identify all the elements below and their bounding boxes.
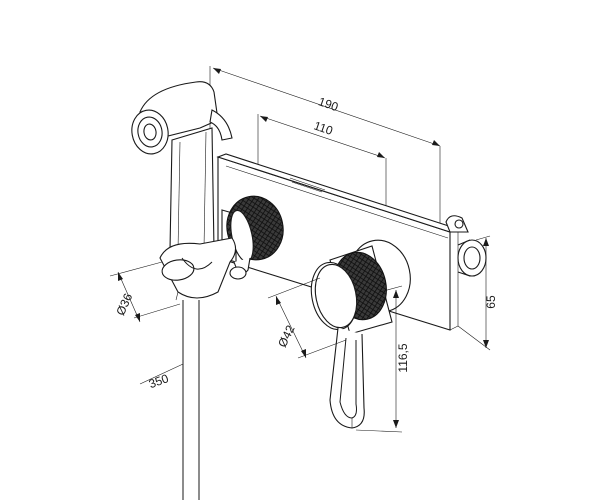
dimension-height-right: 65 (457, 235, 498, 351)
mixer-knob (310, 239, 411, 335)
dim-110-label: 110 (312, 118, 335, 138)
hose (182, 300, 200, 500)
sprayer-holder (159, 237, 237, 301)
hand-sprayer (131, 81, 233, 260)
dimension-width-total: 190 (209, 66, 441, 230)
hose-connector-ring (445, 215, 487, 277)
dimension-lever-drop: 116,5 (355, 285, 410, 433)
dim-350-label: 350 (147, 371, 171, 391)
dimension-hose-length: 350 (139, 363, 184, 391)
lever-handle (329, 327, 365, 429)
dim-42-label: Ø42 (275, 323, 298, 350)
dim-190-label: 190 (317, 94, 341, 114)
dim-65-label: 65 (484, 295, 498, 309)
dim-116-label: 116,5 (396, 343, 410, 372)
